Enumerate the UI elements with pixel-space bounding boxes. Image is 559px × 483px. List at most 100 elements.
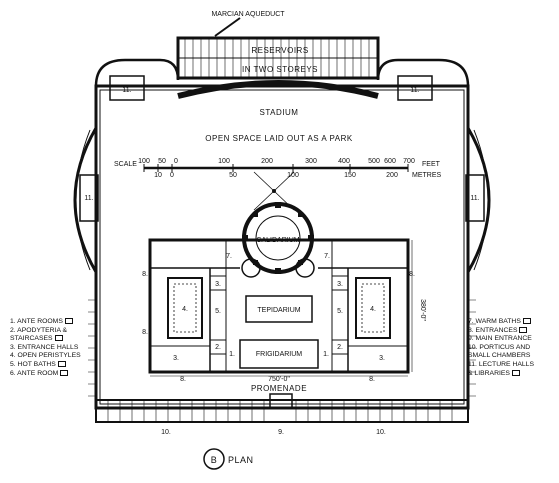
park-label: OPEN SPACE LAID OUT AS A PARK	[205, 134, 353, 143]
caldarium-niches	[242, 202, 314, 274]
enclosure-inner-wall	[99, 89, 465, 405]
legend-box-icon	[519, 326, 528, 333]
room-number: 10.	[161, 429, 171, 436]
peristyle-right	[355, 277, 391, 339]
scale-tick-feet: 300	[305, 158, 317, 165]
scale-feet-ticks: 100 50 0 100 200 300 400 500 600 700	[138, 158, 415, 165]
room-number: 4.	[182, 306, 188, 313]
metres-label: METRES	[412, 172, 442, 179]
scale-bar	[143, 164, 409, 172]
plan-title: PLAN	[228, 455, 254, 465]
main-entrance-gate	[269, 393, 293, 409]
legend-item-text: 6. ANTE ROOM	[10, 369, 59, 377]
scale-metre-ticks: 10 0 50 100 150 200	[154, 172, 398, 179]
tepidarium-room	[245, 295, 313, 323]
scale-tick-metres: 150	[344, 172, 356, 179]
bath-block	[148, 238, 410, 374]
room-number: 11.	[84, 195, 93, 202]
legend-item: 1. ANTE ROOMS	[10, 318, 81, 327]
legend-item: 4. OPEN PERISTYLES	[10, 352, 81, 361]
scale-tick-metres: 100	[287, 172, 299, 179]
plan-letter: B	[211, 455, 218, 465]
legend-box-icon	[60, 369, 69, 376]
hall-top-right	[397, 75, 433, 101]
legend-item: 10. PORTICUS AND	[468, 344, 534, 353]
room-number: 2.	[215, 344, 221, 351]
tepidarium-label: TEPIDARIUM	[257, 307, 300, 314]
promenade-label: PROMENADE	[251, 384, 307, 393]
scale-tick-feet: 400	[338, 158, 350, 165]
room-number: 10.	[376, 429, 386, 436]
scale-tick-feet: 200	[261, 158, 273, 165]
portico-south	[95, 399, 469, 423]
hall-top-left	[109, 75, 145, 101]
room-number: 8.	[369, 376, 375, 383]
room-number: 3.	[379, 355, 385, 362]
room-number: 3.	[215, 281, 221, 288]
exedra-left	[73, 127, 98, 273]
room-number: 2.	[337, 344, 343, 351]
legend-item: 5. HOT BATHS	[10, 361, 81, 370]
legend-item: 9. MAIN ENTRANCE	[468, 335, 534, 344]
exedra-top-left	[94, 58, 180, 87]
room-number: 5.	[337, 308, 343, 315]
legend-item-text: 10. PORTICUS AND	[468, 343, 531, 351]
interior-partitions	[150, 240, 408, 372]
legend-box-icon	[54, 335, 63, 342]
legend-item: STAIRCASES	[10, 335, 81, 344]
room-number: 3.	[337, 281, 343, 288]
legend-item: 7. WARM BATHS	[468, 318, 534, 327]
legend-box-icon	[522, 318, 531, 325]
legend-item-text: STAIRCASES	[10, 335, 53, 343]
room-number: 7.	[226, 253, 232, 260]
legend-item-text: SMALL CHAMBERS	[468, 352, 531, 360]
reservoirs-storeys-label: IN TWO STOREYS	[242, 65, 318, 74]
scale-tick-metres: 50	[229, 172, 237, 179]
room-numbers: 11. 11. 11. 11. 4. 4. 7. 7. 6. 3. 3. 5. …	[84, 87, 479, 436]
legend-item: 3. ENTRANCE HALLS	[10, 344, 81, 353]
room-number: 3.	[173, 355, 179, 362]
aqueduct-line	[214, 17, 241, 37]
scale-tick-feet: 100	[138, 158, 150, 165]
legend-item-text: 3. ENTRANCE HALLS	[10, 343, 79, 351]
scale-tick-metres: 10	[154, 172, 162, 179]
scale-tick-feet: 500	[368, 158, 380, 165]
legend-item-text: 7. WARM BATHS	[468, 318, 521, 325]
stadium-seating	[177, 80, 379, 99]
room-number: 7.	[324, 253, 330, 260]
room-number: 8.	[409, 271, 415, 278]
legend-item-text: 4. OPEN PERISTYLES	[10, 352, 81, 360]
caldarium-label: CALIDARIUM	[256, 237, 299, 244]
depth-dimension: 380'-0"	[419, 299, 426, 321]
legend-item-text: 8. ENTRANCES	[468, 326, 518, 334]
room-number: 1.	[229, 351, 235, 358]
legend-item: & LIBRARIES	[468, 370, 534, 379]
legend-item-text: & LIBRARIES	[468, 369, 510, 377]
legend-item: 2. APODYTERIA &	[10, 327, 81, 336]
room-number: 4.	[370, 306, 376, 313]
room-number: 11.	[410, 87, 419, 94]
legend-box-icon	[511, 369, 520, 376]
warm-bath-right	[295, 258, 315, 278]
room-number: 11.	[470, 195, 479, 202]
aqueduct-label: MARCIAN AQUEDUCT	[211, 11, 285, 18]
room-number: 11.	[122, 87, 131, 94]
frigidarium-label: FRIGIDARIUM	[256, 351, 302, 358]
legend-box-icon	[57, 361, 66, 368]
width-dimension: 750'-0"	[268, 376, 290, 383]
reservoir-cells	[178, 38, 378, 78]
legend-item-text: 5. HOT BATHS	[10, 360, 56, 368]
scale-tick-feet: 50	[158, 158, 166, 165]
legend-item-text: 2. APODYTERIA &	[10, 326, 68, 334]
legend-item: 6. ANTE ROOM	[10, 370, 81, 379]
legend-item-text: 9. MAIN ENTRANCE	[468, 335, 532, 343]
room-number: 8.	[142, 271, 148, 278]
scale-tick-metres: 200	[386, 172, 398, 179]
legend-item-text: 1. ANTE ROOMS	[10, 318, 63, 325]
feet-label: FEET	[422, 161, 441, 168]
scale-label: SCALE	[114, 161, 137, 168]
scale-tick-feet: 0	[174, 158, 178, 165]
